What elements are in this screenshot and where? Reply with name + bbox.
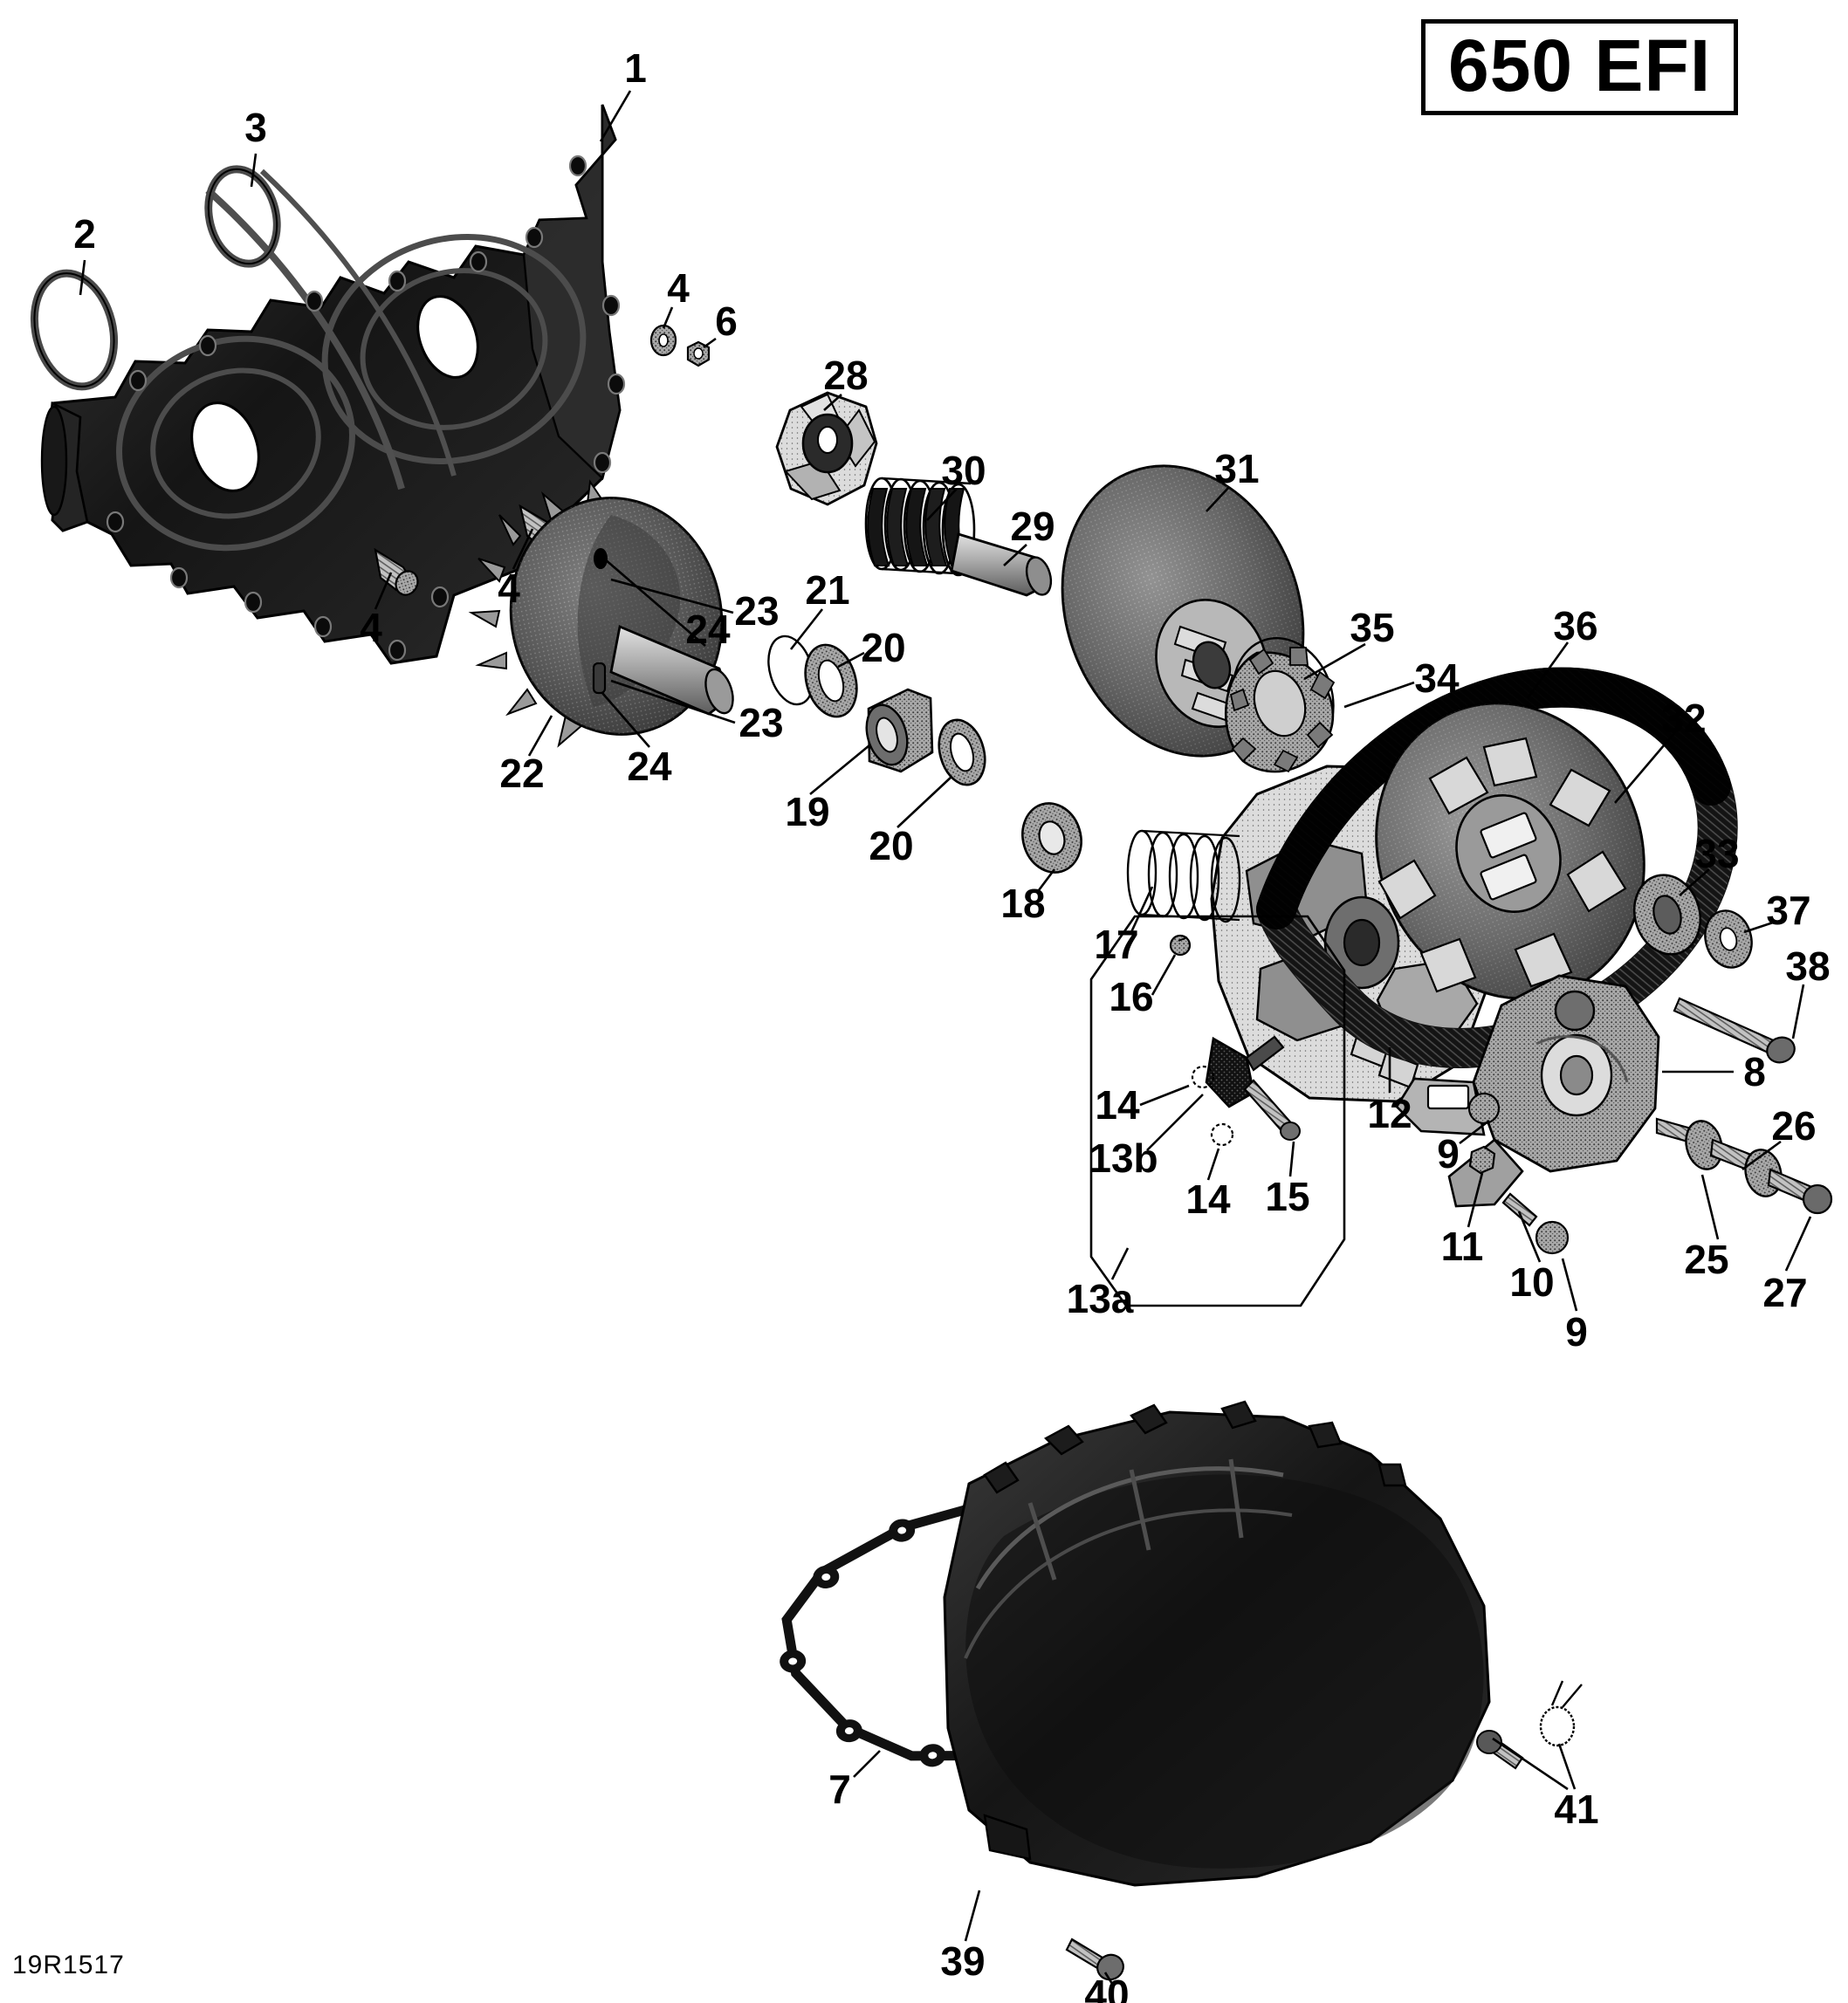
screw-16-art xyxy=(1169,934,1192,957)
sliding-sheave-spider-art xyxy=(775,391,878,506)
callout-bushing: 14 xyxy=(1185,1176,1231,1222)
bearing-33-art xyxy=(1632,874,1702,956)
callout-screw: 16 xyxy=(1109,974,1154,1019)
callout-retainer-clip: 41 xyxy=(1554,1787,1599,1832)
callout-roller: 23 xyxy=(734,588,780,634)
callout-lever-assembly: 13a xyxy=(1066,1276,1134,1321)
callout-drive-belt: 36 xyxy=(1553,603,1598,648)
washer-37-art xyxy=(1704,909,1753,969)
bushing-14b-art xyxy=(1210,1122,1234,1147)
nut-6-art xyxy=(686,340,711,367)
callout-cvt-housing-cover: 39 xyxy=(940,1938,986,1984)
cvt-housing-cover-art xyxy=(943,1400,1491,1887)
callout-cam-ramp-ring: 35 xyxy=(1350,605,1395,650)
callout-cvt-outer-cover: 1 xyxy=(624,45,647,91)
washer-4a-art xyxy=(649,324,677,357)
cvt-outer-cover-art xyxy=(40,104,626,665)
callout-driven-pulley-housing: 12 xyxy=(1367,1091,1412,1136)
callout-stud: 10 xyxy=(1509,1259,1555,1305)
callout-driven-pulley: 32 xyxy=(1661,696,1707,741)
callout-governor-cup-shaft: 29 xyxy=(1010,504,1055,549)
ball-9a-art xyxy=(1467,1092,1501,1125)
callout-pin: 15 xyxy=(1265,1174,1310,1219)
callout-driven-pulley-spring: 17 xyxy=(1094,922,1139,967)
callout-bearing: 33 xyxy=(1694,831,1740,876)
callout-drive-pulley-spring: 30 xyxy=(941,448,986,493)
ball-bearing-18-art xyxy=(1021,802,1082,874)
callout-washer: 4 xyxy=(667,265,690,311)
callout-screw: 4 xyxy=(498,566,520,611)
o-ring-small-art xyxy=(204,165,281,268)
fixed-sheave-half-31-art xyxy=(1061,464,1305,758)
driven-pulley-art xyxy=(1375,702,1645,1000)
ball-9b-art xyxy=(1535,1220,1570,1255)
callout-roller: 23 xyxy=(739,700,784,745)
drawing-code: 19R1517 xyxy=(12,1951,125,1979)
callout-washer: 25 xyxy=(1684,1237,1729,1282)
long-bolt-38-art xyxy=(1673,997,1796,1064)
callout-washer: 37 xyxy=(1766,888,1811,933)
callout-washer: 20 xyxy=(861,625,906,670)
callout-spacer-sleeve: 19 xyxy=(785,789,830,834)
callout-bushing: 14 xyxy=(1095,1082,1140,1128)
retainer-clip-41-art xyxy=(1476,1680,1583,1770)
washer-20a-art xyxy=(804,643,858,718)
bushing-14a-art xyxy=(1191,1065,1215,1089)
callout-screw: 4 xyxy=(360,605,382,650)
cam-ramp-ring-art xyxy=(1225,637,1336,773)
callout-washer: 20 xyxy=(869,823,914,868)
housing-gasket-art xyxy=(780,1484,1238,1767)
callout-bolt: 40 xyxy=(1084,1972,1130,2003)
callout-fixed-sheave-half: 31 xyxy=(1214,446,1260,491)
callout-fixed-sheave: 22 xyxy=(499,751,545,796)
washer-20b-art xyxy=(938,718,986,786)
o-ring-large-art xyxy=(30,269,119,391)
pin-15-art xyxy=(1243,1079,1301,1141)
callout-lever-arm: 13b xyxy=(1089,1135,1158,1181)
stud-10-art xyxy=(1501,1192,1538,1227)
callout-nut: 11 xyxy=(1440,1224,1484,1269)
screw-4c-art xyxy=(374,547,419,596)
model-badge: 650 EFI xyxy=(1421,19,1739,115)
callout-housing-gasket: 7 xyxy=(828,1766,851,1812)
cooling-fan-8-art xyxy=(1395,974,1660,1208)
callout-pin: 24 xyxy=(627,744,672,789)
callout-cooling-fan: 8 xyxy=(1743,1049,1766,1094)
callout-nut: 27 xyxy=(1762,1270,1808,1315)
callout-sliding-sheave-spider: 28 xyxy=(823,353,869,398)
callout-cam-slider: 34 xyxy=(1414,655,1460,701)
screw-4b-art xyxy=(519,504,566,554)
callout-bolt: 26 xyxy=(1771,1103,1817,1149)
retaining-ring-21-art xyxy=(767,635,814,706)
callout-retaining-ring: 21 xyxy=(805,567,850,613)
driven-pulley-housing-art xyxy=(1210,765,1493,1103)
callout-ball: 9 xyxy=(1437,1131,1460,1176)
callout-o-ring-large: 2 xyxy=(73,211,96,257)
lever-arm-13b-art xyxy=(1205,1035,1285,1108)
callout-o-ring-small: 3 xyxy=(244,105,267,150)
callout-ball-bearing: 18 xyxy=(1000,881,1046,926)
callout-long-bolt: 38 xyxy=(1785,943,1831,989)
callout-nut: 6 xyxy=(715,298,738,344)
spacer-sleeve-19-art xyxy=(865,688,934,773)
driven-spring-17-art xyxy=(1126,829,1241,923)
callout-ball: 9 xyxy=(1565,1309,1588,1355)
callout-pin: 24 xyxy=(685,607,731,652)
drive-belt-art xyxy=(1256,667,1738,1068)
nut-11-art xyxy=(1468,1145,1496,1175)
